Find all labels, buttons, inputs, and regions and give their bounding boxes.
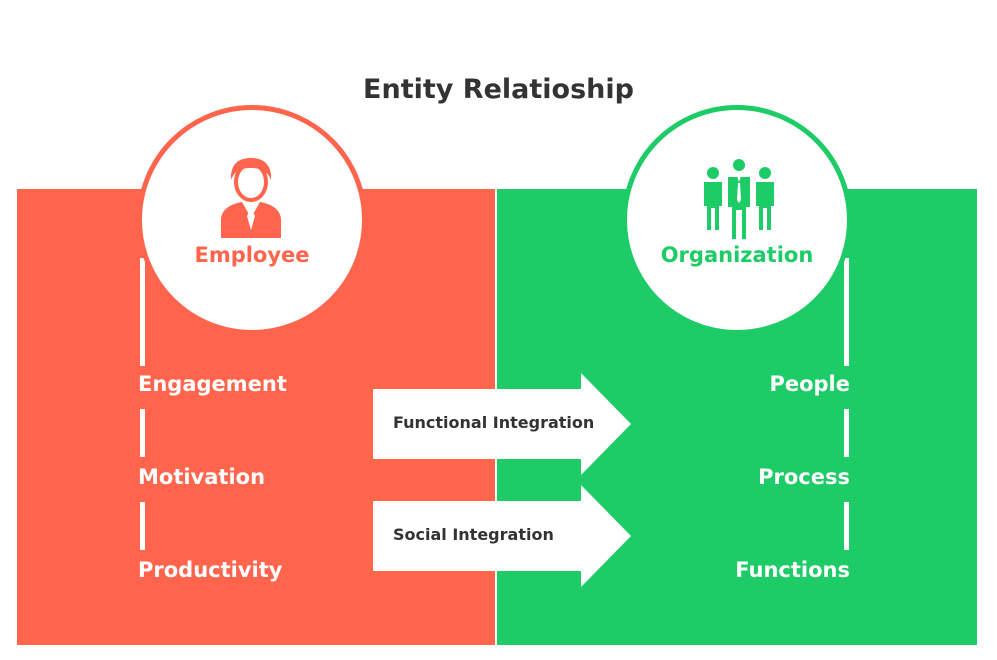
diagram-title: Entity Relatioship: [363, 74, 634, 105]
connector-line: [844, 409, 849, 457]
connector-line: [140, 502, 145, 550]
connector-line: [844, 502, 849, 550]
organization-label: Organization: [660, 243, 814, 267]
connector-line: [140, 258, 145, 366]
social-integration-label: Social Integration: [393, 525, 554, 544]
functional-integration-label: Functional Integration: [393, 413, 595, 432]
social-integration-arrow: [373, 485, 631, 587]
connector-line: [140, 409, 145, 457]
organization-item-people: People: [769, 372, 850, 396]
employee-item-productivity: Productivity: [138, 558, 283, 582]
organization-item-functions: Functions: [735, 558, 850, 582]
functional-integration-arrow: [373, 373, 631, 475]
employee-item-motivation: Motivation: [138, 465, 266, 489]
employee-item-engagement: Engagement: [138, 372, 287, 396]
group-icon: [698, 156, 780, 244]
organization-item-process: Process: [758, 465, 850, 489]
connector-line: [844, 258, 849, 366]
employee-circle: [137, 105, 367, 335]
employee-label: Employee: [194, 243, 310, 267]
person-icon: [218, 158, 284, 242]
